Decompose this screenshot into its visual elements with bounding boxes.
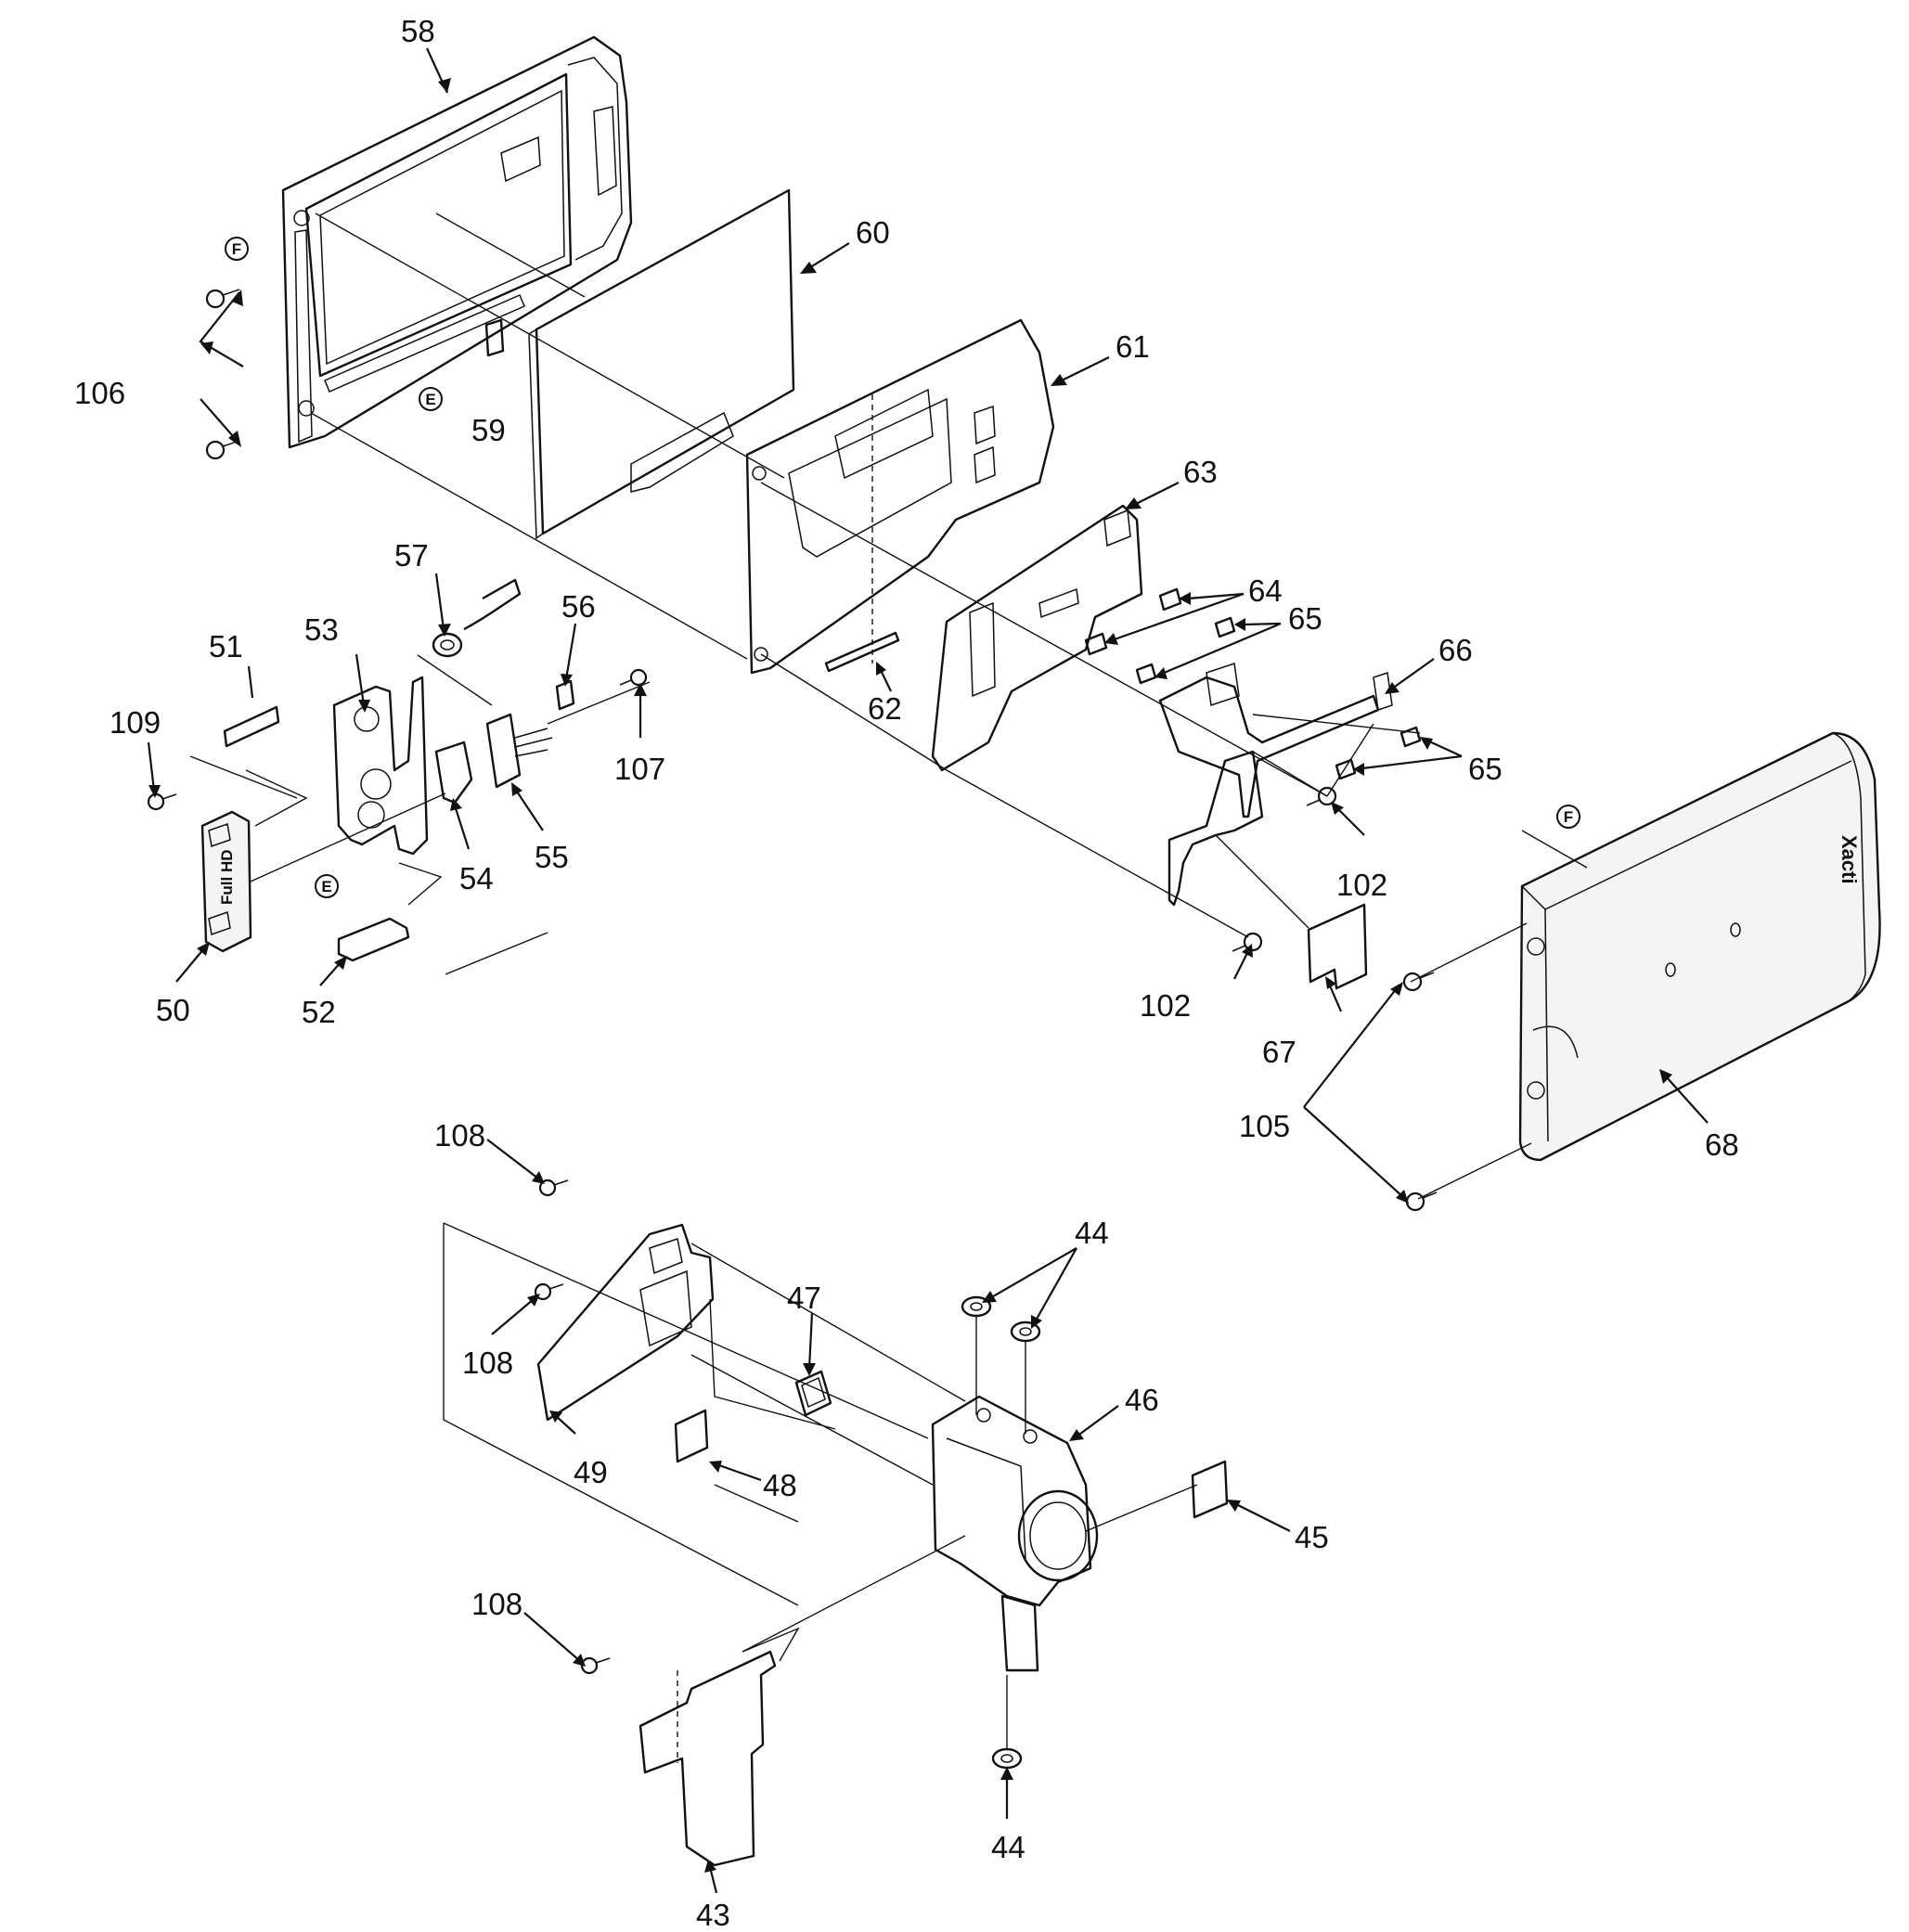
callout-65-lower: 65 bbox=[1468, 752, 1503, 786]
part-64-pads bbox=[1084, 587, 1182, 656]
callout-46: 46 bbox=[1125, 1383, 1159, 1417]
callout-56: 56 bbox=[561, 589, 596, 624]
part-58-lcd-frame bbox=[281, 35, 633, 449]
callout-108-b: 108 bbox=[462, 1346, 513, 1380]
callout-108-c: 108 bbox=[471, 1587, 522, 1621]
part-46-flex bbox=[1000, 1594, 1039, 1672]
callout-65-upper: 65 bbox=[1288, 601, 1322, 636]
part-46-lens-block bbox=[931, 1395, 1099, 1607]
callout-54: 54 bbox=[459, 861, 494, 895]
screw-108-c bbox=[580, 1656, 611, 1675]
part-49-sensor-board bbox=[536, 1223, 715, 1422]
callout-102-upper: 102 bbox=[1336, 868, 1387, 902]
part-55-board bbox=[485, 713, 553, 789]
part-47-seal bbox=[794, 1370, 832, 1417]
callout-66: 66 bbox=[1438, 633, 1473, 667]
callout-47: 47 bbox=[787, 1281, 821, 1315]
callout-64: 64 bbox=[1248, 573, 1283, 608]
leader-lines bbox=[147, 47, 1709, 1894]
callout-43: 43 bbox=[696, 1898, 730, 1932]
part-50-hinge-cover bbox=[200, 810, 252, 953]
screw-108-a bbox=[538, 1179, 569, 1197]
callout-67: 67 bbox=[1262, 1035, 1296, 1069]
callout-57: 57 bbox=[394, 538, 429, 573]
svg-text:E: E bbox=[425, 391, 435, 408]
callout-109: 109 bbox=[110, 705, 161, 740]
part-lower-bracket bbox=[1167, 750, 1264, 907]
part-53-hinge bbox=[332, 676, 429, 856]
part-44-grommets bbox=[961, 1295, 1041, 1770]
assembly-guides bbox=[189, 213, 1588, 1763]
part-54-connector bbox=[434, 741, 473, 805]
part-48-sheet bbox=[674, 1409, 709, 1463]
part-45-filter bbox=[1191, 1460, 1229, 1519]
reference-mark-E2: E bbox=[315, 874, 339, 898]
screw-102-lower bbox=[1232, 932, 1263, 952]
callout-107: 107 bbox=[614, 752, 665, 786]
screw-109 bbox=[147, 792, 177, 811]
callout-labels: 58 60 61 59 106 63 64 65 66 65 57 56 51 … bbox=[74, 14, 1739, 1932]
screw-105-lower bbox=[1405, 1191, 1438, 1212]
callout-105: 105 bbox=[1239, 1109, 1290, 1143]
part-68-rear-cover bbox=[1518, 731, 1881, 1162]
screw-108-b bbox=[534, 1282, 564, 1301]
screws bbox=[147, 289, 1438, 1675]
callout-60: 60 bbox=[856, 215, 890, 250]
callout-55: 55 bbox=[535, 840, 569, 874]
screw-105-upper bbox=[1402, 972, 1435, 992]
part-61-chassis-frame bbox=[745, 318, 1055, 675]
callout-108-a: 108 bbox=[434, 1118, 485, 1153]
svg-text:F: F bbox=[232, 240, 241, 258]
part-51-label bbox=[223, 705, 280, 748]
screw-106-upper bbox=[205, 289, 240, 309]
callout-50: 50 bbox=[156, 993, 190, 1027]
part-52-cable bbox=[337, 917, 410, 962]
part-59-flex-tab bbox=[484, 318, 505, 357]
part-65-pads bbox=[1135, 616, 1422, 780]
part-62-strip bbox=[824, 631, 900, 673]
part-60-lcd-panel bbox=[528, 188, 795, 540]
brand-label: Xacti bbox=[1838, 835, 1861, 884]
callout-51: 51 bbox=[209, 629, 243, 663]
svg-text:E: E bbox=[321, 878, 331, 895]
callout-106: 106 bbox=[74, 376, 125, 410]
callout-44-lower: 44 bbox=[991, 1830, 1025, 1864]
callout-63: 63 bbox=[1183, 455, 1218, 489]
part-43-shield bbox=[638, 1650, 777, 1867]
callout-59: 59 bbox=[471, 413, 506, 447]
callout-44-upper: 44 bbox=[1075, 1216, 1109, 1250]
callout-45: 45 bbox=[1295, 1520, 1329, 1554]
screw-106-lower bbox=[205, 440, 240, 460]
part-67-flex bbox=[1307, 903, 1368, 990]
reference-mark-F2: F bbox=[1556, 805, 1580, 829]
callout-58: 58 bbox=[401, 14, 435, 48]
reference-mark-E1: E bbox=[419, 387, 443, 411]
svg-text:F: F bbox=[1564, 808, 1573, 826]
callout-68: 68 bbox=[1705, 1127, 1739, 1162]
callout-49: 49 bbox=[574, 1455, 608, 1489]
callout-53: 53 bbox=[304, 612, 339, 647]
reference-mark-F1: F bbox=[225, 237, 249, 261]
callout-52: 52 bbox=[302, 995, 336, 1029]
callout-62: 62 bbox=[868, 691, 902, 726]
callout-61: 61 bbox=[1116, 329, 1150, 364]
part-66-bracket bbox=[1158, 663, 1393, 818]
callout-102-lower: 102 bbox=[1140, 988, 1191, 1023]
screw-107 bbox=[619, 668, 648, 687]
part-57-ring-and-cable bbox=[432, 578, 522, 658]
callout-48: 48 bbox=[763, 1468, 797, 1502]
hinge-badge-label: Full HD bbox=[218, 850, 236, 906]
